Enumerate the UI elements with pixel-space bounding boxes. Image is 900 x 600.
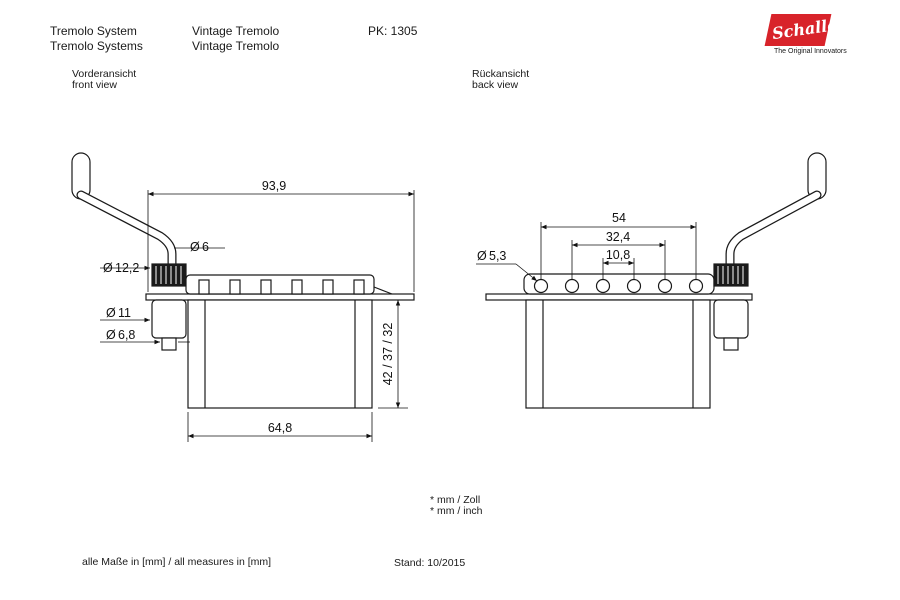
- dim-inner-span: 32,4: [606, 230, 630, 244]
- back-view-label-en: back view: [472, 79, 519, 91]
- front-baseplate: [145, 293, 415, 301]
- product-name-de: Tremolo System: [50, 24, 137, 38]
- front-view-drawing: [71, 152, 415, 409]
- units-note-en: * mm / inch: [430, 505, 483, 517]
- back-plate-top: [523, 273, 715, 295]
- back-view-label-de: Rückansicht: [472, 68, 530, 80]
- front-saddles: [185, 274, 393, 295]
- dim-block-width: 64,8: [268, 421, 292, 435]
- dim-diameter-symbol: Ø: [106, 306, 116, 320]
- front-view-label-en: front view: [72, 79, 117, 91]
- back-pin: [723, 337, 739, 351]
- product-name-en: Tremolo Systems: [50, 39, 143, 53]
- front-dimensions: [100, 190, 415, 442]
- front-sleeve: [151, 299, 187, 339]
- front-pin: [161, 337, 177, 351]
- dim-collar-diameter: 12,2: [115, 261, 139, 275]
- dim-hole-diameter: 5,3: [489, 249, 506, 263]
- front-knurled-collar: [151, 263, 187, 287]
- revision-date: Stand: 10/2015: [394, 557, 466, 569]
- back-dimensions: [476, 222, 697, 282]
- back-tremolo-arm: [725, 152, 827, 273]
- dim-diameter-symbol: Ø: [103, 261, 113, 275]
- dim-overall-width: 93,9: [262, 179, 286, 193]
- units-note-de: * mm / Zoll: [430, 494, 481, 506]
- back-baseplate: [485, 293, 753, 301]
- model-name-de: Vintage Tremolo: [192, 24, 280, 38]
- dim-center-span: 10,8: [606, 248, 630, 262]
- measures-note: alle Maße in [mm] / all measures in [mm]: [82, 556, 272, 568]
- back-knurled-collar: [713, 263, 749, 287]
- part-number: PK: 1305: [368, 24, 418, 38]
- dim-sleeve-diameter: 11: [118, 306, 131, 320]
- front-tremolo-arm: [71, 152, 177, 273]
- dim-diameter-symbol: Ø: [190, 240, 200, 254]
- dim-string-span: 54: [612, 211, 626, 225]
- logo-tagline: The Original Innovators: [774, 48, 847, 55]
- dim-block-height: 42 / 37 / 32: [381, 323, 395, 386]
- front-view-label-de: Vorderansicht: [72, 68, 137, 80]
- back-tremolo-block: [525, 299, 711, 409]
- front-tremolo-block: [187, 299, 373, 409]
- back-sleeve: [713, 299, 749, 339]
- model-name-en: Vintage Tremolo: [192, 39, 280, 53]
- back-view-drawing: [485, 152, 827, 409]
- dim-diameter-symbol: Ø: [106, 328, 116, 342]
- dim-pin-diameter: 6,8: [118, 328, 135, 342]
- dim-diameter-symbol: Ø: [477, 249, 487, 263]
- dim-arm-diameter: 6: [202, 240, 209, 254]
